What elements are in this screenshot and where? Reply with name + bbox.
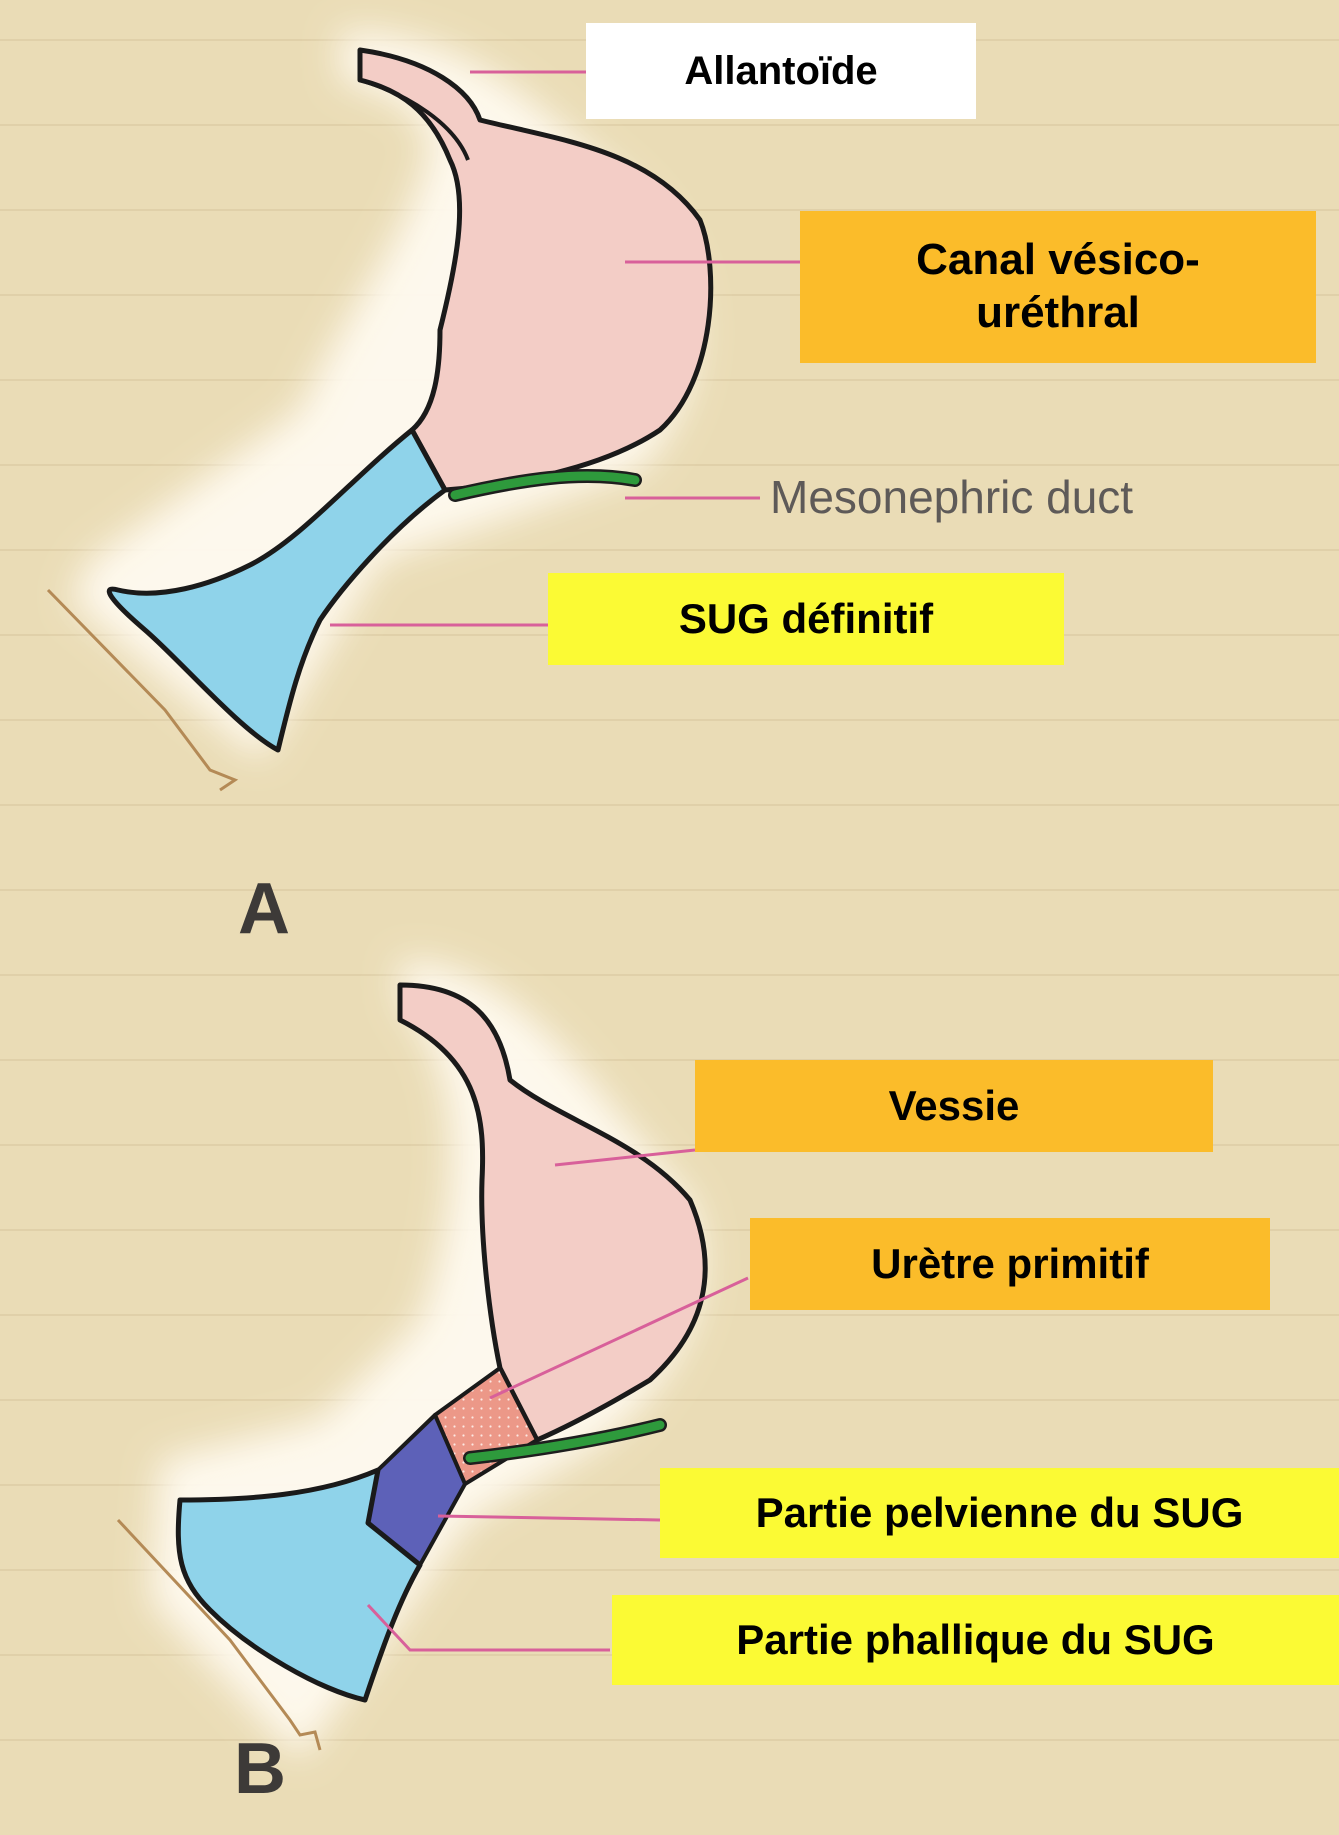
label-sug-definitif: SUG définitif <box>548 573 1064 665</box>
leader-lines-b <box>366 1148 749 1652</box>
label-canal-vesico-urethral: Canal vésico- uréthral <box>800 211 1316 363</box>
label-partie-phallique: Partie phallique du SUG <box>612 1595 1339 1685</box>
allantois-inner-wall <box>359 78 470 161</box>
vesico-urethral-canal-shape <box>357 47 714 493</box>
label-uretre-primitif: Urètre primitif <box>750 1218 1270 1310</box>
label-vessie: Vessie <box>695 1060 1213 1152</box>
leader-lines-a <box>330 70 800 627</box>
bladder-shape <box>397 982 708 1443</box>
label-allantoide: Allantoïde <box>586 23 976 119</box>
panel-b-drawing <box>116 960 749 1760</box>
label-canal-line1: Canal vésico- <box>916 235 1200 285</box>
body-wall-line-a <box>46 588 239 792</box>
panel-letter-b: B <box>234 1729 286 1809</box>
phallic-part-shape <box>175 1467 423 1703</box>
body-wall-line-b <box>116 1518 322 1751</box>
panel-a-drawing <box>46 30 800 792</box>
label-partie-pelvienne: Partie pelvienne du SUG <box>660 1468 1339 1558</box>
label-canal-line2: uréthral <box>976 288 1140 337</box>
label-mesonephric-duct: Mesonephric duct <box>770 471 1134 523</box>
definitive-sug-shape <box>106 427 448 753</box>
panel-letter-a: A <box>238 869 290 949</box>
